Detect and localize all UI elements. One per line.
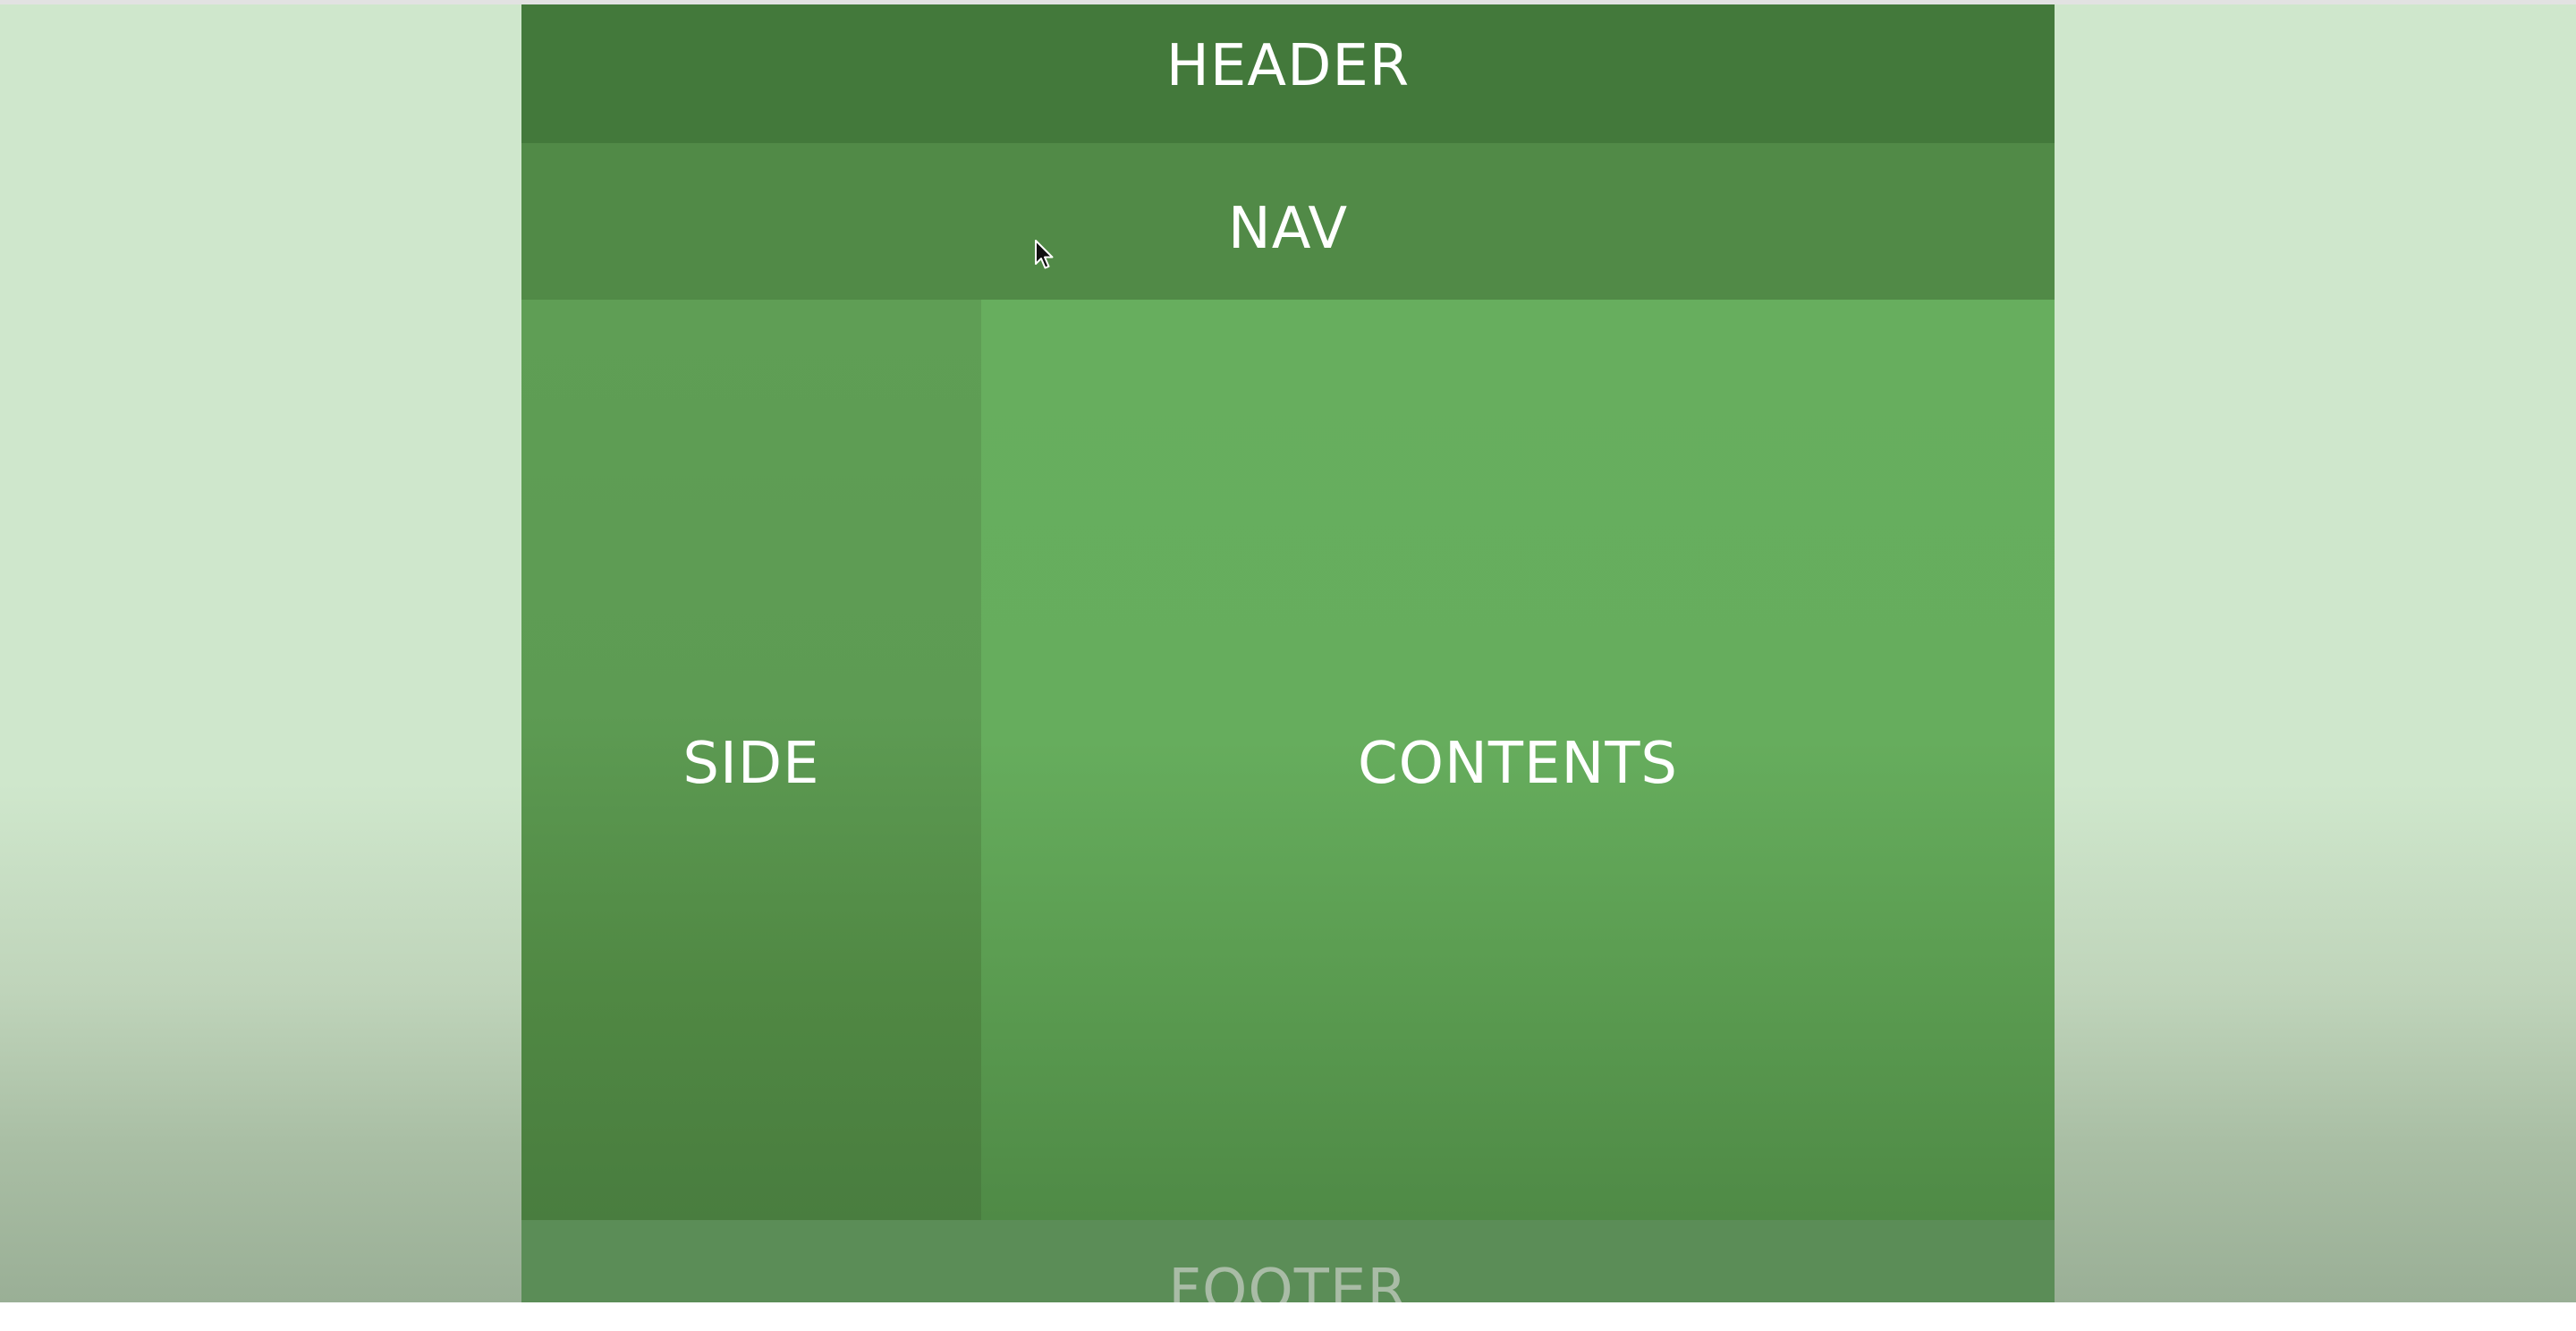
footer-section: FOOTER — [521, 1220, 2055, 1302]
contents-section: CONTENTS — [981, 300, 2055, 1220]
header-section: HEADER — [521, 4, 2055, 143]
window-bottom-edge — [0, 1302, 2576, 1331]
footer-label: FOOTER — [1168, 1258, 1408, 1302]
page-layout: HEADER NAV SIDE CONTENTS FOOTER — [521, 4, 2055, 1302]
side-label: SIDE — [682, 730, 820, 797]
mouse-pointer-icon — [1035, 240, 1054, 269]
window-top-edge — [0, 0, 2576, 4]
side-section: SIDE — [521, 300, 981, 1220]
nav-section: NAV — [521, 143, 2055, 300]
nav-label: NAV — [1227, 195, 1349, 262]
contents-label: CONTENTS — [1357, 730, 1679, 797]
header-label: HEADER — [1165, 32, 1411, 99]
